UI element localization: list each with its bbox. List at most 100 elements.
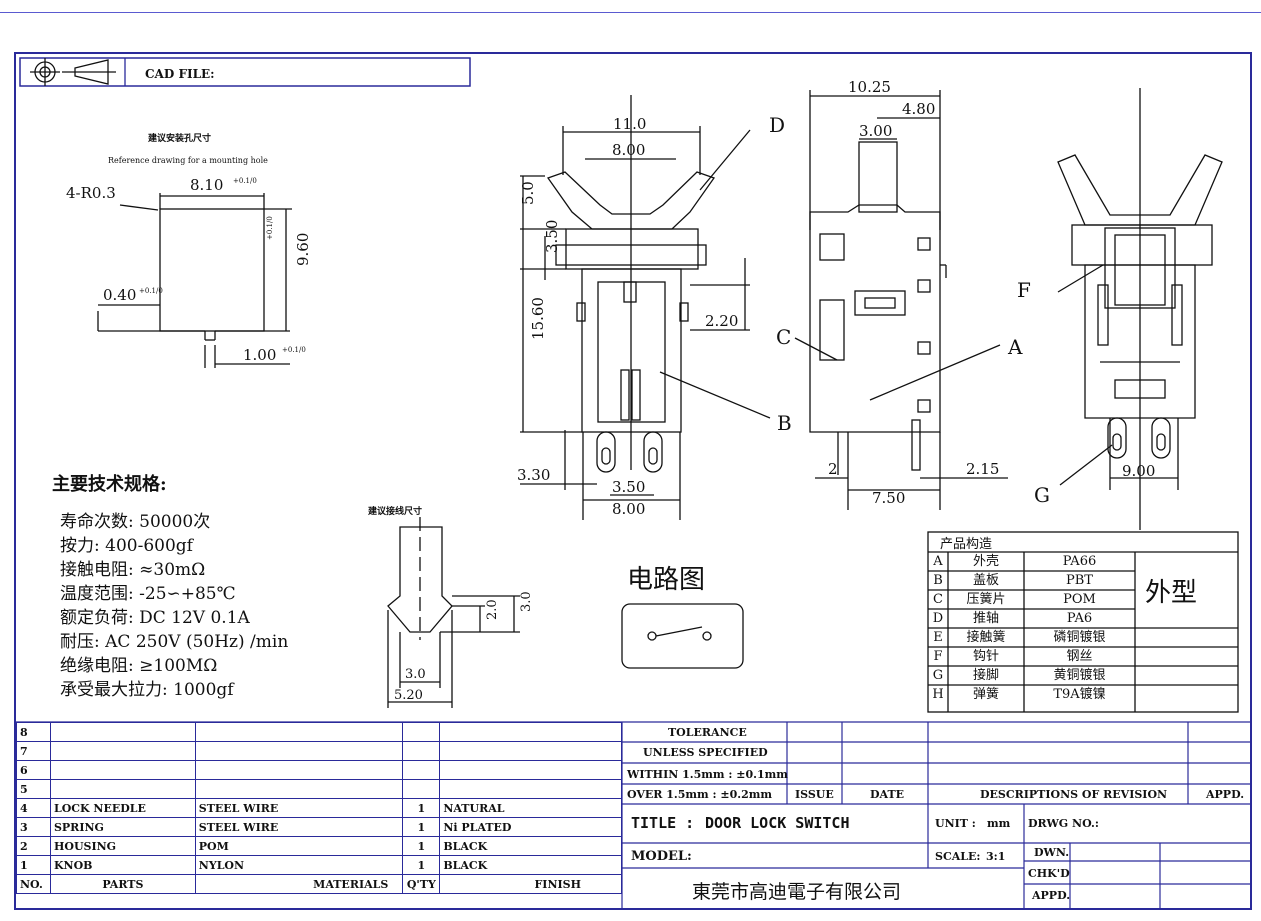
dim-radius: 4-R0.3	[66, 184, 116, 202]
dim-side-4: 2	[828, 460, 838, 478]
dim-side-3: 3.00	[859, 122, 892, 140]
construction-code: H	[932, 687, 944, 702]
dim-hole-height-tol: +0.1/0	[266, 216, 274, 240]
bom-cell-no: 6	[16, 760, 51, 780]
bom-cell-finish: BLACK	[439, 855, 622, 875]
dim-pin-w2: 5.20	[394, 688, 423, 703]
bom-cell-part: KNOB	[49, 855, 196, 875]
bom-row: 8	[16, 722, 622, 742]
bom-cell-part	[49, 722, 196, 742]
bom-cell-finish: NATURAL	[439, 798, 622, 818]
bom-cell-material	[194, 779, 404, 799]
tolerance-label: TOLERANCE	[668, 726, 747, 739]
bom-row: 5	[16, 779, 622, 799]
title-value: DOOR LOCK SWITCH	[705, 814, 850, 832]
bom-cell-qty	[402, 760, 441, 780]
construction-part: 钩针	[972, 649, 999, 664]
bom-cell-material	[194, 741, 404, 761]
bom-cell-part	[49, 760, 196, 780]
construction-code: D	[932, 611, 944, 626]
bom-cell-material: POM	[194, 836, 404, 856]
bom-cell-qty	[402, 722, 441, 742]
construction-part: 外壳	[972, 554, 999, 569]
callout-c: C	[776, 325, 791, 349]
dim-front-5: 15.60	[529, 297, 547, 340]
bom-cell-qty: 1	[402, 836, 441, 856]
construction-material: 磷铜镀银	[1053, 630, 1106, 645]
construction-code: E	[933, 630, 943, 645]
dim-front-1: 11.0	[613, 115, 646, 133]
bom-cell-no: 2	[16, 836, 51, 856]
construction-part: 盖板	[972, 573, 999, 588]
bom-row: 7	[16, 741, 622, 761]
bom-cell-no: 3	[16, 817, 51, 837]
bom-cell-material: STEEL WIRE	[194, 817, 404, 837]
chkd-label: CHK'D	[1028, 867, 1070, 880]
bom-cell-part	[49, 779, 196, 799]
callout-d: D	[769, 113, 785, 137]
dim-front-8: 3.50	[612, 478, 645, 496]
bom-cell-material	[194, 760, 404, 780]
dim-front-3: 5.0	[519, 181, 537, 205]
dim-slot-tol: +0.1/0	[139, 287, 163, 295]
dim-pin-w1: 3.0	[405, 667, 426, 682]
bom-cell-no: 8	[16, 722, 51, 742]
bom-cell-no: 5	[16, 779, 51, 799]
bom-cell-finish	[439, 779, 622, 799]
dim-front-6: 2.20	[705, 312, 738, 330]
construction-material: T9A镀镍	[1053, 687, 1106, 702]
dim-side-1: 10.25	[848, 78, 891, 96]
dim-thickness: 1.00	[243, 346, 276, 364]
mounting-hole-drawing	[97, 193, 292, 368]
spec-line: 按力: 400-600gf	[60, 536, 193, 556]
front-view-drawing	[520, 95, 771, 520]
dim-thickness-tol: +0.1/0	[282, 346, 306, 354]
company-name: 東莞市高迪電子有限公司	[692, 881, 902, 903]
side-view-drawing	[794, 90, 1008, 510]
dim-pin-h2: 3.0	[519, 591, 534, 612]
bom-cell-qty	[402, 779, 441, 799]
issue-label: ISSUE	[795, 788, 834, 801]
bom-cell-no: 4	[16, 798, 51, 818]
bom-header-no: NO.	[16, 874, 51, 894]
construction-material: PA66	[1062, 554, 1097, 569]
callout-g: G	[1034, 483, 1050, 507]
dim-front-7: 3.30	[517, 466, 550, 484]
spec-line: 绝缘电阻: ≥100MΩ	[60, 656, 218, 676]
spec-line: 额定负荷: DC 12V 0.1A	[60, 608, 250, 628]
bom-cell-material: NYLON	[194, 855, 404, 875]
construction-material: 黄铜镀银	[1053, 668, 1106, 683]
bom-cell-finish: Ni PLATED	[439, 817, 622, 837]
back-view-drawing	[1057, 88, 1223, 530]
spec-line: 温度范围: -25∽+85℃	[60, 584, 236, 604]
drwg-no-label: DRWG NO.:	[1028, 817, 1099, 830]
dwn-label: DWN.	[1034, 846, 1070, 859]
circuit-title: 电路图	[627, 565, 705, 595]
bom-cell-finish: BLACK	[439, 836, 622, 856]
unit-label: UNIT :	[935, 817, 976, 830]
mount-hole-title-en: Reference drawing for a mounting hole	[108, 156, 268, 165]
callout-f: F	[1017, 278, 1031, 302]
construction-code: B	[933, 573, 943, 588]
specs-title: 主要技术规格:	[52, 474, 167, 495]
construction-part: 压簧片	[966, 592, 1006, 607]
callout-a: A	[1007, 335, 1023, 359]
bom-row: 6	[16, 760, 622, 780]
dim-side-5: 2.15	[966, 460, 999, 478]
spec-line: 承受最大拉力: 1000gf	[60, 680, 234, 700]
scale-value: 3:1	[986, 850, 1006, 863]
unit-value: mm	[987, 817, 1011, 830]
dim-side-2: 4.80	[902, 100, 935, 118]
construction-code: G	[932, 668, 944, 683]
dim-front-9: 8.00	[612, 500, 645, 518]
